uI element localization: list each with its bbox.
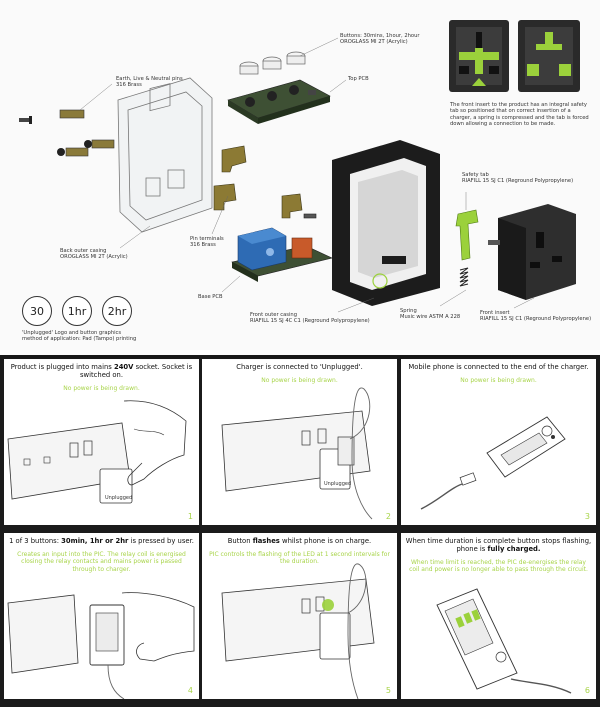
pin-terminals (213, 145, 317, 219)
step-panel-2: Unplugged Charger is connected to 'Unplu… (202, 359, 397, 525)
label-pins: Earth, Live & Neutral pins 316 Brass (116, 76, 183, 89)
step-3-note: No power is being drawn. (460, 377, 537, 384)
safety-tab (455, 209, 479, 261)
step-5-note: PIC controls the flashing of the LED at … (209, 551, 390, 566)
step-5-title: Button flashes whilst phone is on charge… (227, 537, 372, 545)
step-2-title: Charger is connected to 'Unplugged'. (236, 363, 363, 371)
step-4-note: Creates an input into the PIC. The relay… (17, 551, 186, 573)
step-3-illustration (420, 416, 566, 510)
step-6-illustration (436, 588, 572, 694)
step-panel-4: 1 of 3 buttons: 30min, 1hr or 2hr is pre… (4, 533, 199, 699)
step-5-illustration (221, 563, 375, 699)
step-6-note: When time limit is reached, the PIC de-e… (409, 559, 588, 574)
step-panel-1: Unplugged Product is plugged into mains … (4, 359, 199, 525)
step-6-number: 6 (584, 686, 590, 695)
button-graphic-2hr: 2hr (102, 296, 132, 326)
front-outer-casing (332, 140, 440, 306)
spring (459, 267, 469, 287)
step-2-note: No power is being drawn. (261, 377, 338, 384)
exploded-drawing (19, 20, 580, 313)
top-pcb (227, 79, 331, 124)
label-back-casing: Back outer casing OROGLASS MI 2T (Acryli… (60, 248, 128, 261)
acrylic-buttons (239, 51, 306, 75)
socket-diagram-open (518, 20, 580, 92)
label-front-insert: Front insert RIAFILL 15 SJ C1 (Reground … (480, 310, 592, 323)
label-front-casing: Front outer casing RIAFILL 15 SJ 4C C1 (… (250, 312, 370, 325)
button-graphic-1hr: 1hr (62, 296, 92, 326)
label-logo-note: 'Unplugged' Logo and button graphics met… (22, 330, 137, 343)
svg-text:Unplugged: Unplugged (324, 481, 351, 487)
front-insert (488, 204, 576, 300)
step-panel-5: Button flashes whilst phone is on charge… (202, 533, 397, 699)
step-2-illustration: Unplugged (221, 387, 373, 520)
step-3-number: 3 (584, 512, 590, 521)
label-top-pcb: Top PCB (348, 76, 369, 82)
step-4-illustration (7, 592, 195, 699)
step-4-title: 1 of 3 buttons: 30min, 1hr or 2hr is pre… (9, 537, 194, 545)
button-graphic-30: 30 (22, 296, 52, 326)
step-1-brand: Unplugged (105, 495, 132, 501)
leader-lines (79, 37, 535, 313)
step-1-number: 1 (187, 512, 193, 521)
step-4-number: 4 (187, 686, 193, 695)
back-outer-casing (117, 77, 213, 233)
label-spring: Spring Music wire ASTM A 228 (400, 308, 461, 321)
step-1-illustration: Unplugged (7, 400, 187, 504)
step-2-number: 2 (385, 512, 391, 521)
step-panel-3: Mobile phone is connected to the end of … (401, 359, 596, 525)
safety-note: The front insert to the product has an i… (450, 102, 589, 128)
step-1-title: Product is plugged into mains 240V socke… (10, 363, 193, 379)
step-5-number: 5 (385, 686, 391, 695)
base-pcb (231, 227, 333, 282)
step-1-note: No power is being drawn. (63, 385, 140, 392)
step-3-title: Mobile phone is connected to the end of … (408, 363, 589, 371)
label-safety-tab: Safety tab RIAFILL 15 SJ C1 (Reground Po… (462, 172, 574, 185)
steps-grid: Unplugged Product is plugged into mains … (0, 355, 600, 707)
label-pin-terminals: Pin terminals 316 Brass (190, 236, 224, 249)
socket-diagram-closed (449, 20, 509, 92)
step-6-title: When time duration is complete button st… (405, 537, 592, 553)
screw-left (19, 116, 32, 124)
exploded-view: Buttons: 30mins, 1hour, 2hour OROGLASS M… (0, 0, 600, 350)
label-buttons: Buttons: 30mins, 1hour, 2hour OROGLASS M… (340, 33, 420, 46)
label-base-pcb: Base PCB (198, 294, 223, 300)
step-panel-6: When time duration is complete button st… (401, 533, 596, 699)
brass-pins (57, 109, 115, 157)
